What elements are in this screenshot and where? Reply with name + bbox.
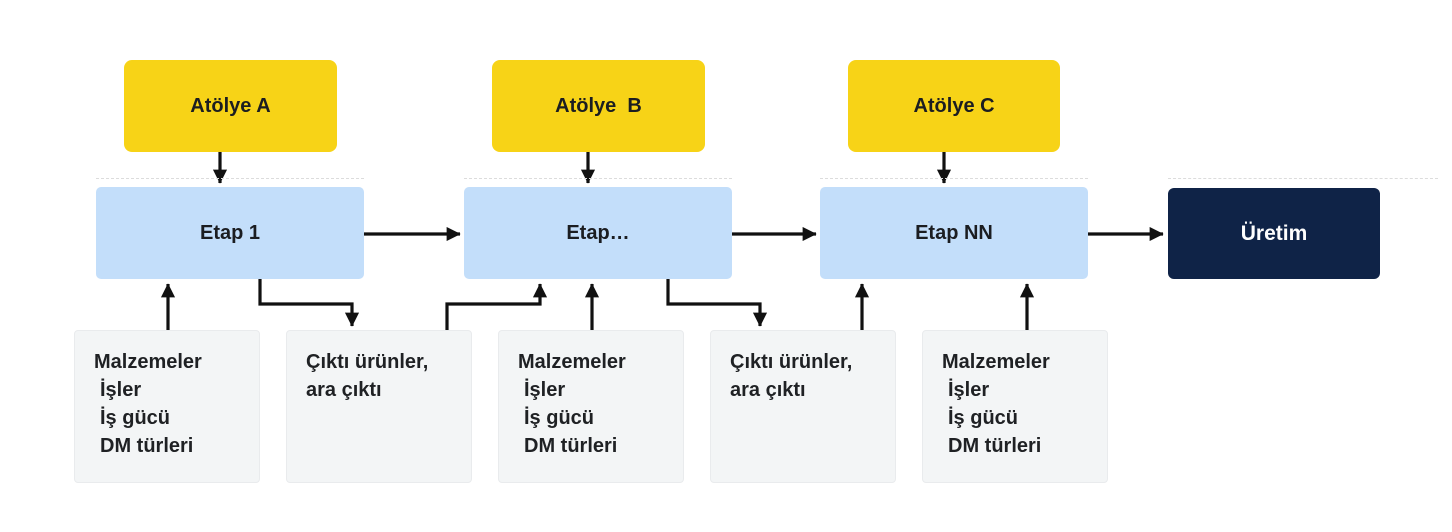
arrow-outputs-1-to-stage-2 <box>445 283 548 330</box>
inputs-1-line-4: DM türleri <box>100 435 194 457</box>
outputs-2-line-1: Çıktı ürünler, <box>730 351 853 373</box>
guide-line <box>96 178 364 179</box>
production-box: Üretim <box>1168 188 1380 279</box>
arrow-stage-1-to-outputs-1 <box>258 279 360 327</box>
inputs-3-line-4: DM türleri <box>948 435 1042 457</box>
stage-1-box: Etap 1 <box>96 187 364 279</box>
stage-1-label: Etap 1 <box>199 221 261 244</box>
inputs-2-line-2: İşler <box>524 379 566 401</box>
outputs-1-line-1: Çıktı ürünler, <box>306 351 429 373</box>
stage-2-label: Etap… <box>566 221 630 244</box>
inputs-box-1: Malzemeler İşler İş gücü DM türleri <box>74 330 260 483</box>
inputs-1-line-1: Malzemeler <box>94 351 202 373</box>
inputs-3-line-2: İşler <box>948 379 990 401</box>
workshop-b-box: Atölye B <box>492 60 705 152</box>
outputs-2-line-2: ara çıktı <box>730 379 806 401</box>
inputs-2-line-3: İş gücü <box>524 407 595 429</box>
inputs-3-line-3: İş gücü <box>948 407 1019 429</box>
outputs-box-1: Çıktı ürünler, ara çıktı <box>286 330 472 483</box>
production-label: Üretim <box>1240 221 1308 245</box>
stage-2-box: Etap… <box>464 187 732 279</box>
guide-line <box>820 178 1088 179</box>
inputs-1-line-3: İş gücü <box>100 407 171 429</box>
inputs-2-line-4: DM türleri <box>524 435 618 457</box>
workshop-c-label: Atölye C <box>913 94 995 117</box>
outputs-box-2: Çıktı ürünler, ara çıktı <box>710 330 896 483</box>
guide-line <box>1168 178 1438 179</box>
inputs-1-line-2: İşler <box>100 379 142 401</box>
inputs-box-2: Malzemeler İşler İş gücü DM türleri <box>498 330 684 483</box>
guide-line <box>464 178 732 179</box>
stage-3-box: Etap NN <box>820 187 1088 279</box>
inputs-3-line-1: Malzemeler <box>942 351 1050 373</box>
inputs-box-3: Malzemeler İşler İş gücü DM türleri <box>922 330 1108 483</box>
workshop-c-box: Atölye C <box>848 60 1060 152</box>
inputs-2-line-1: Malzemeler <box>518 351 626 373</box>
arrow-stage-2-to-outputs-2 <box>666 279 768 327</box>
workshop-a-box: Atölye A <box>124 60 337 152</box>
workshop-a-label: Atölye A <box>190 94 271 117</box>
outputs-1-line-2: ara çıktı <box>306 379 382 401</box>
workshop-b-label: Atölye B <box>555 94 642 117</box>
stage-3-label: Etap NN <box>915 221 993 244</box>
